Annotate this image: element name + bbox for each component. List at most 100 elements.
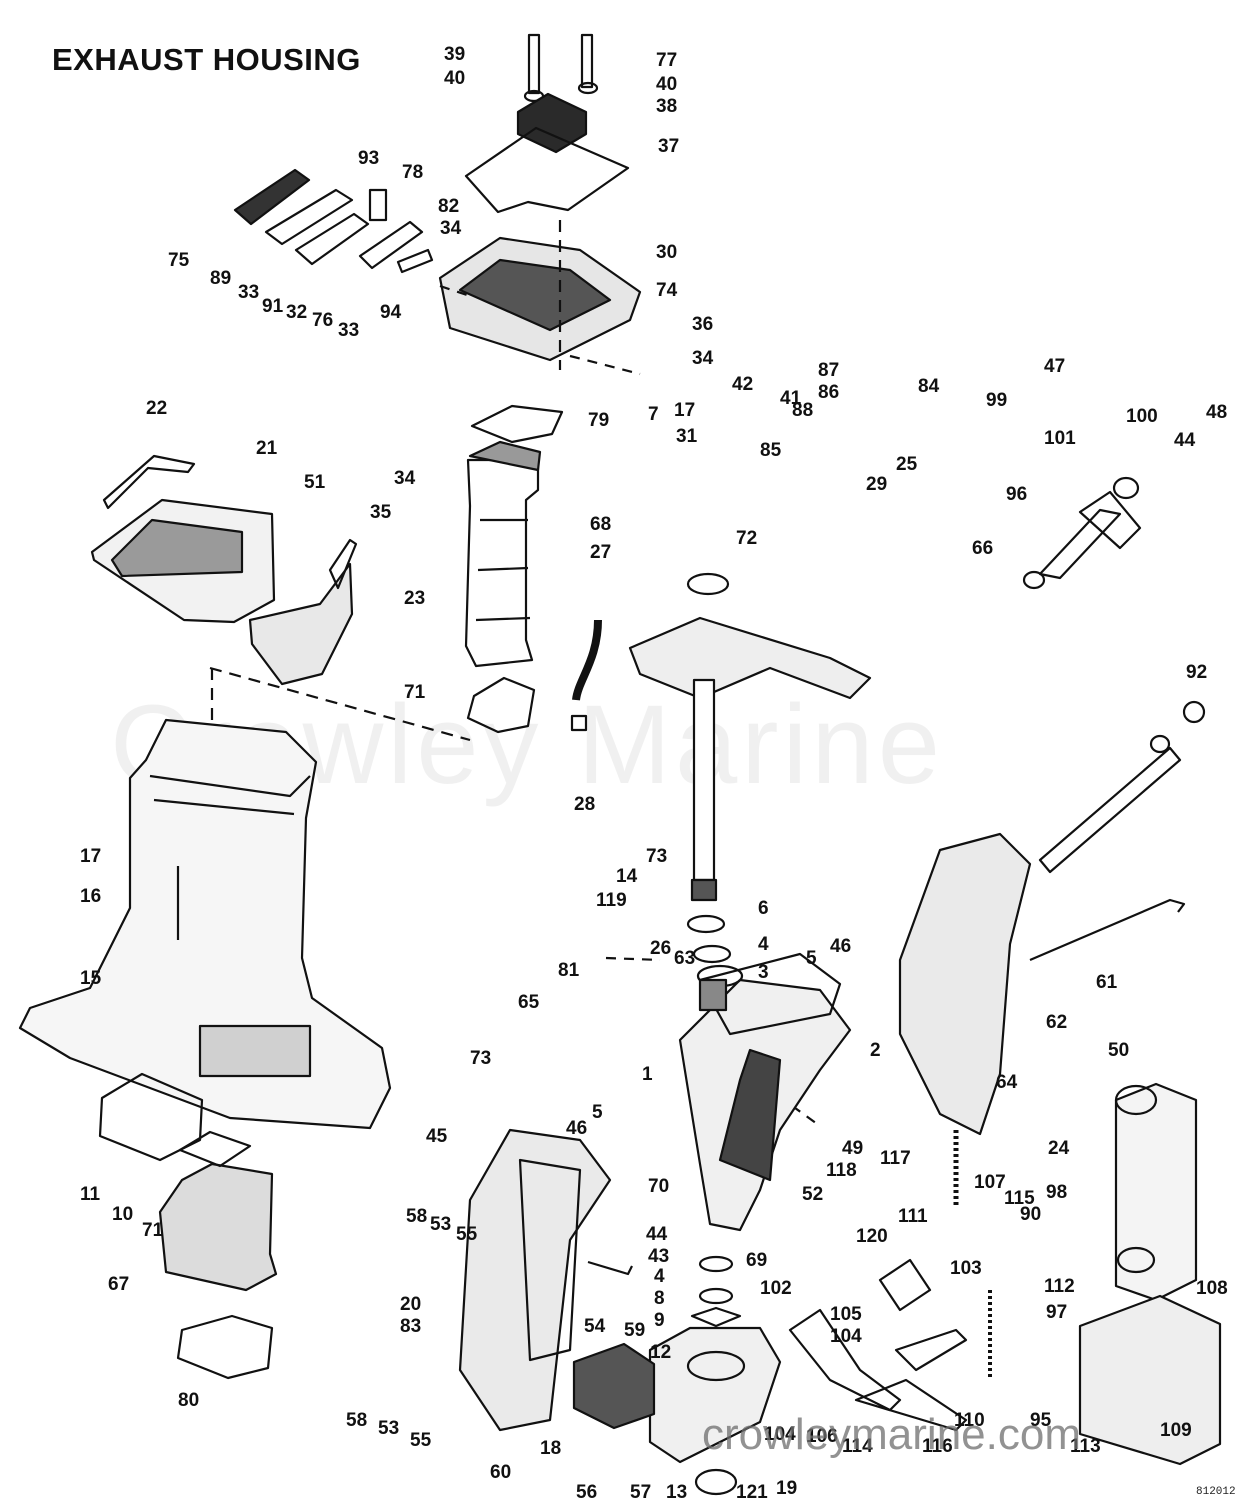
- part-number-label: 10: [112, 1204, 133, 1225]
- part-number-label: 72: [736, 528, 757, 549]
- part-number-label: 114: [842, 1436, 873, 1457]
- part-number-label: 95: [1030, 1410, 1052, 1431]
- part-number-label: 101: [1044, 428, 1076, 449]
- part-number-label: 66: [972, 538, 993, 559]
- part-number-label: 5: [592, 1102, 603, 1123]
- part-number-label: 23: [404, 588, 425, 609]
- part-number-label: 17: [674, 400, 695, 421]
- part-number-label: 112: [1044, 1276, 1075, 1297]
- part-number-label: 97: [1046, 1302, 1067, 1323]
- part-number-label: 51: [304, 472, 326, 493]
- part-number-label: 83: [400, 1316, 421, 1337]
- part-number-label: 89: [210, 268, 231, 289]
- part-number-label: 108: [1196, 1278, 1228, 1299]
- part-number-label: 104: [764, 1424, 796, 1445]
- part-number-label: 39: [444, 44, 465, 65]
- part-number-label: 111: [898, 1206, 928, 1227]
- part-number-label: 2: [870, 1040, 881, 1061]
- part-number-label: 119: [596, 890, 627, 911]
- part-number-label: 46: [830, 936, 851, 957]
- part-number-label: 92: [1186, 662, 1207, 683]
- part-number-label: 17: [80, 846, 101, 867]
- part-number-label: 120: [856, 1226, 888, 1247]
- part-number-label: 98: [1046, 1182, 1067, 1203]
- part-number-label: 68: [590, 514, 611, 535]
- part-number-label: 93: [358, 148, 379, 169]
- part-number-label: 34: [440, 218, 462, 239]
- part-number-label: 77: [656, 50, 677, 71]
- part-number-label: 4: [758, 934, 769, 955]
- part-number-label: 16: [80, 886, 101, 907]
- part-number-label: 78: [402, 162, 423, 183]
- part-number-label: 32: [286, 302, 307, 323]
- part-number-label: 121: [736, 1482, 768, 1503]
- part-number-label: 41: [780, 388, 802, 409]
- part-number-label: 36: [692, 314, 713, 335]
- part-number-label: 102: [760, 1278, 792, 1299]
- part-number-label: 96: [1006, 484, 1027, 505]
- part-number-label: 79: [588, 410, 609, 431]
- part-number-label: 25: [896, 454, 918, 475]
- part-number-label: 14: [616, 866, 638, 887]
- part-number-label: 6: [758, 898, 769, 919]
- part-number-label: 34: [692, 348, 714, 369]
- part-number-label: 67: [108, 1274, 129, 1295]
- part-number-label: 58: [406, 1206, 427, 1227]
- part-number-label: 20: [400, 1294, 421, 1315]
- part-number-label: 40: [656, 74, 677, 95]
- part-number-label: 42: [732, 374, 753, 395]
- diagram-title: EXHAUST HOUSING: [52, 42, 361, 77]
- part-number-label: 24: [1048, 1138, 1070, 1159]
- part-number-label: 105: [830, 1304, 862, 1325]
- part-number-label: 40: [444, 68, 465, 89]
- part-number-label: 75: [168, 250, 190, 271]
- part-number-label: 118: [826, 1160, 857, 1181]
- part-number-label: 18: [540, 1438, 561, 1459]
- part-number-label: 19: [776, 1478, 797, 1499]
- part-number-label: 84: [918, 376, 940, 397]
- part-number-label: 117: [880, 1148, 911, 1169]
- part-number-label: 55: [456, 1224, 478, 1245]
- part-number-label: 4: [654, 1266, 665, 1287]
- part-number-label: 109: [1160, 1420, 1192, 1441]
- part-number-label: 71: [142, 1220, 164, 1241]
- part-number-label: 54: [584, 1316, 606, 1337]
- part-number-label: 116: [922, 1436, 953, 1457]
- part-number-label: 82: [438, 196, 459, 217]
- part-number-label: 21: [256, 438, 278, 459]
- part-number-label: 107: [974, 1172, 1006, 1193]
- part-number-label: 45: [426, 1126, 448, 1147]
- part-number-label: 26: [650, 938, 671, 959]
- part-number-label: 34: [394, 468, 416, 489]
- part-number-label: 7: [648, 404, 659, 425]
- part-number-label: 29: [866, 474, 887, 495]
- part-number-label: 113: [1070, 1436, 1101, 1457]
- part-number-label: 13: [666, 1482, 687, 1503]
- part-number-label: 5: [806, 948, 817, 969]
- part-number-label: 58: [346, 1410, 367, 1431]
- part-number-label: 73: [470, 1048, 491, 1069]
- part-number-label: 99: [986, 390, 1007, 411]
- part-number-label: 44: [1174, 430, 1196, 451]
- part-number-label: 86: [818, 382, 839, 403]
- part-number-label: 53: [378, 1418, 399, 1439]
- part-number-label: 48: [1206, 402, 1227, 423]
- part-number-label: 46: [566, 1118, 587, 1139]
- part-number-label: 35: [370, 502, 392, 523]
- part-number-label: 103: [950, 1258, 982, 1279]
- part-number-label: 33: [338, 320, 359, 341]
- part-number-label: 56: [576, 1482, 597, 1503]
- part-number-label: 71: [404, 682, 426, 703]
- part-number-label: 110: [954, 1410, 985, 1431]
- part-number-label: 88: [792, 400, 813, 421]
- part-number-label: 104: [830, 1326, 862, 1347]
- part-number-label: 64: [996, 1072, 1018, 1093]
- site-watermark: crowleymarine.com: [702, 1410, 1081, 1459]
- part-number-label: 65: [518, 992, 540, 1013]
- part-number-label: 100: [1126, 406, 1158, 427]
- part-number-label: 12: [650, 1342, 671, 1363]
- part-number-label: 57: [630, 1482, 651, 1503]
- drawing-code: 812012: [1196, 1486, 1236, 1498]
- part-number-label: 11: [80, 1184, 101, 1205]
